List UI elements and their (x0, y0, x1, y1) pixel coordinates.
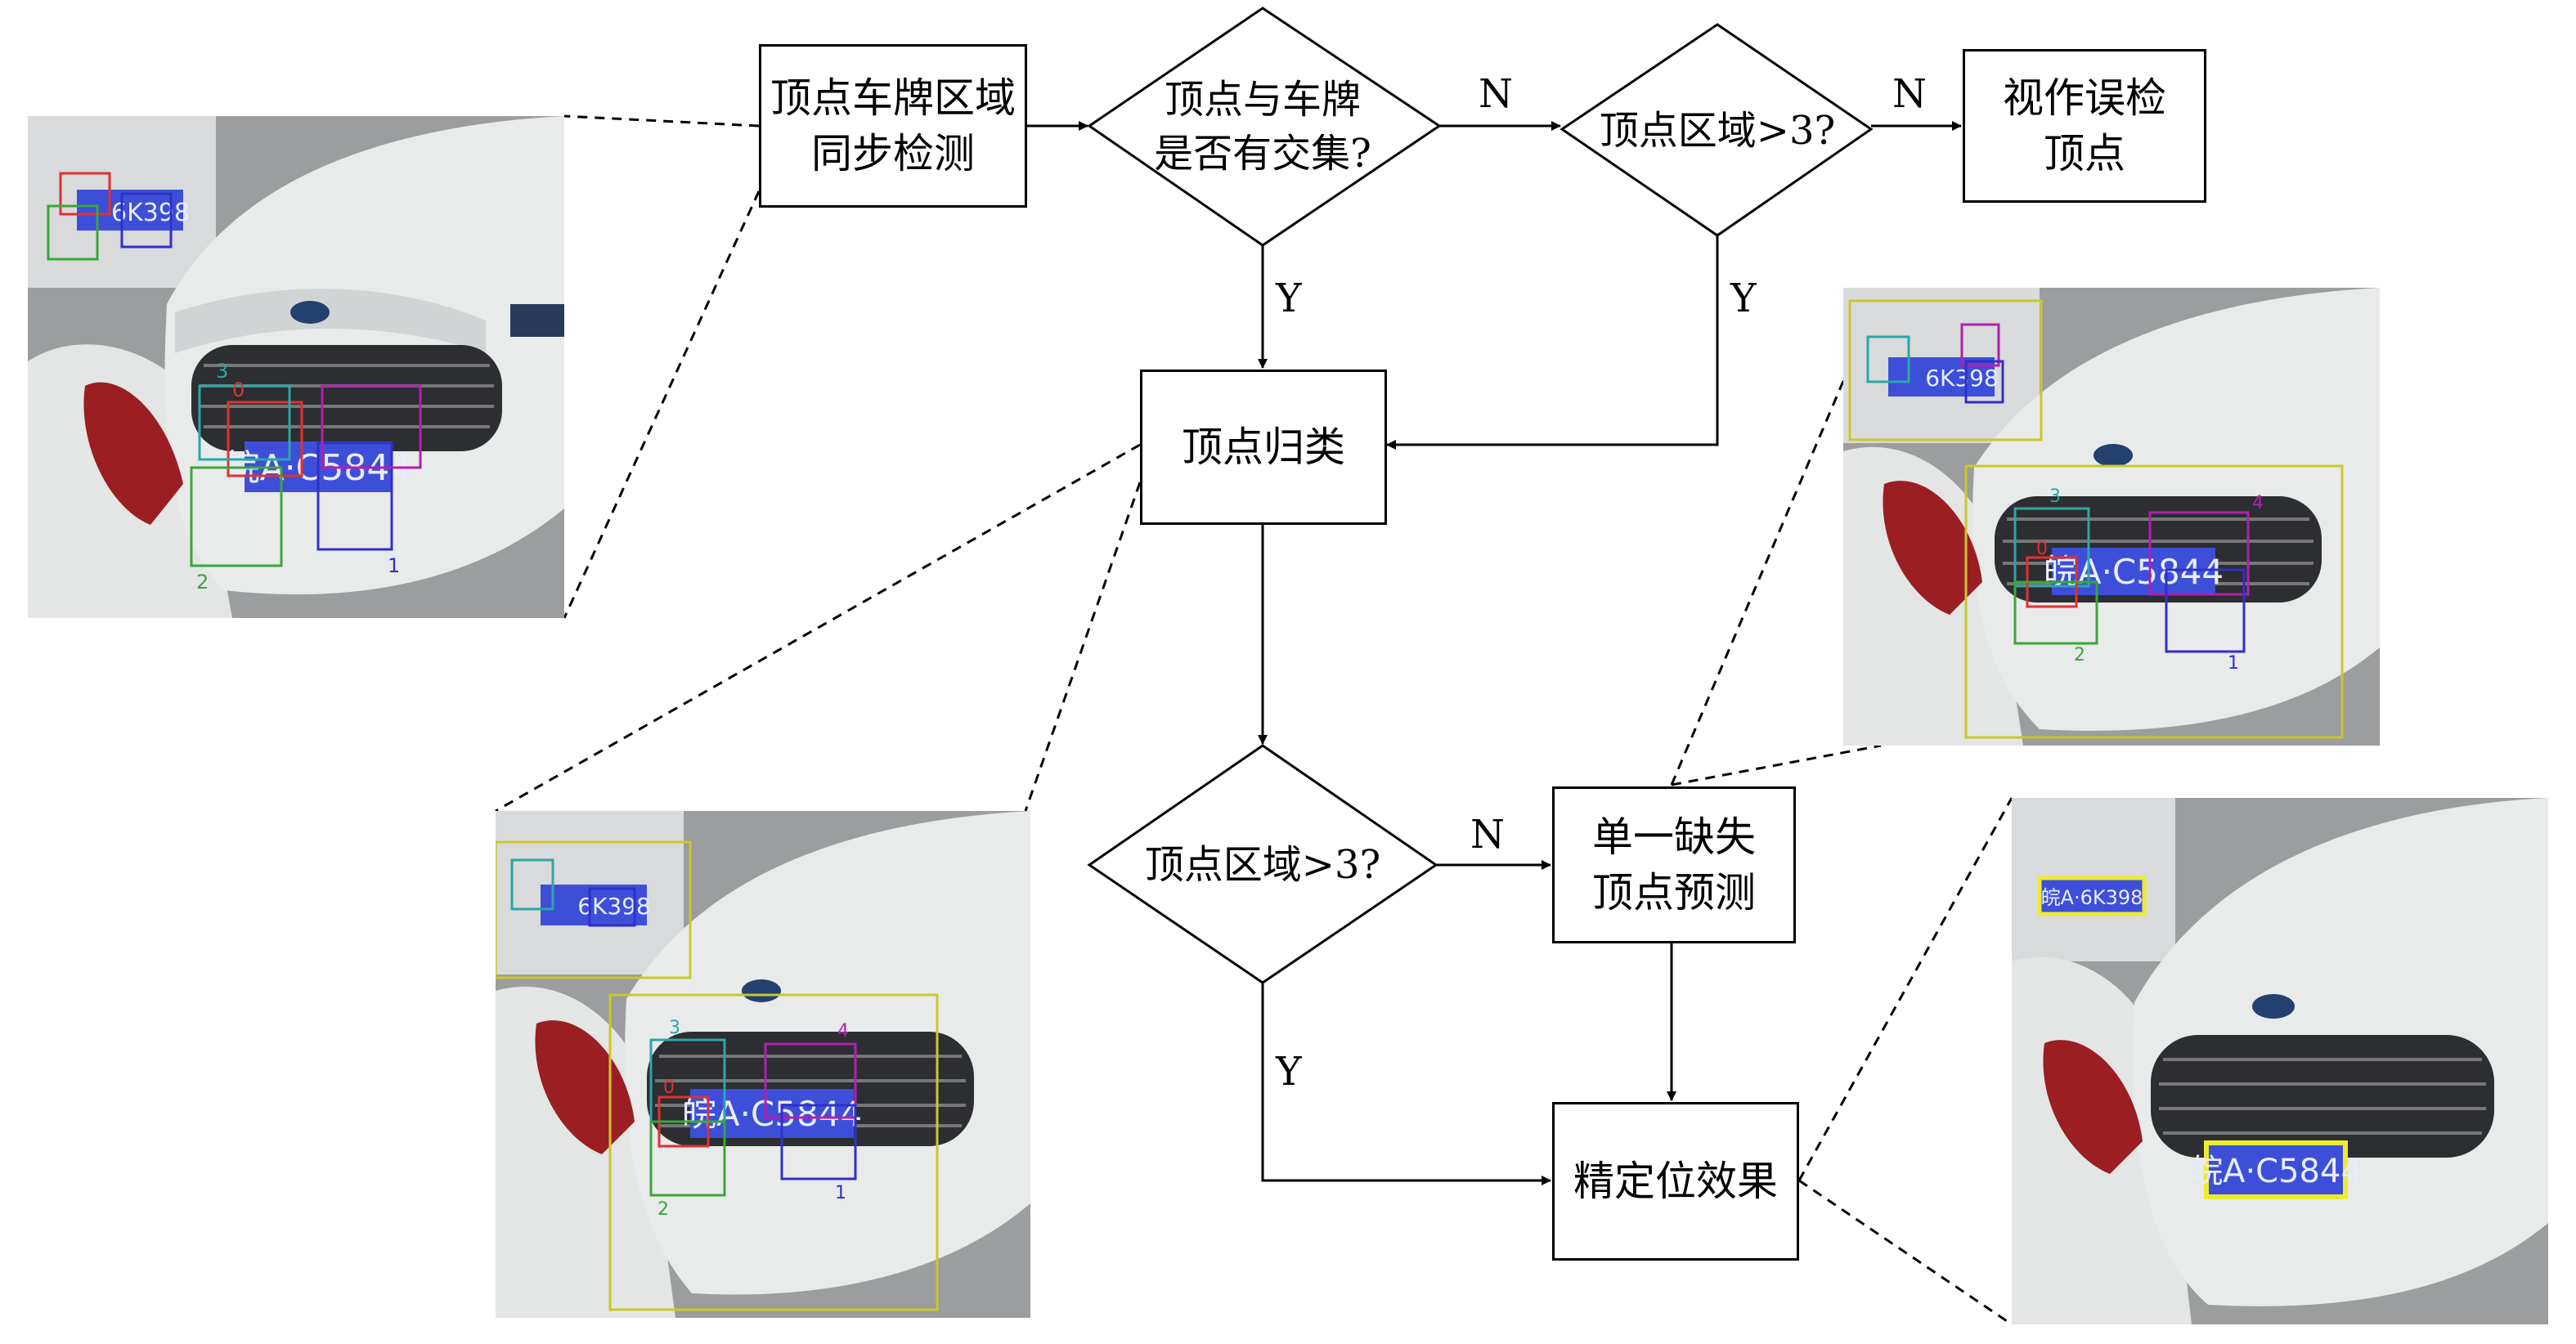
missing-pred-line-2: 顶点预测 (1592, 869, 1756, 916)
p2-vertex-0: 0 (663, 1077, 675, 1098)
false-detect-line-1: 视作误检 (2003, 74, 2166, 122)
p2-vertex-1: 1 (835, 1183, 846, 1203)
photo-classified: 皖A·C5844 6K398 0 1 2 3 4 (496, 811, 1030, 1318)
intersect-line-2: 是否有交集? (1154, 131, 1371, 177)
leader-missing-bottom (1671, 744, 1882, 786)
decision-region-top-shape (1560, 23, 1874, 237)
leader-missing-top (1670, 292, 1883, 786)
p2-vertex-3: 3 (669, 1018, 680, 1038)
edge-label-n-intersect: N (1479, 71, 1513, 117)
p2-vertex-2: 2 (657, 1199, 669, 1220)
leader-precise-bottom (1798, 1179, 2013, 1326)
edge-label-n-region-mid: N (1470, 812, 1505, 858)
decision-region-mid: 顶点区域>3? (1096, 824, 1429, 906)
region-mid-line-1: 顶点区域>3? (1144, 842, 1381, 888)
photo-initial-detection: 皖A·C5844 6K398 0 1 2 3 (28, 116, 564, 618)
photo-precise-result: 皖A·C5844 皖A·6K398 (2012, 798, 2548, 1324)
process-sync-detect: 顶点车牌区域 同步检测 (759, 44, 1027, 208)
missing-pred-line-1: 单一缺失 (1592, 813, 1756, 861)
p1-vertex-0: 0 (232, 379, 245, 401)
process-classify: 顶点归类 (1140, 370, 1387, 525)
p3-vertex-4: 4 (2252, 493, 2264, 513)
intersect-line-1: 顶点与车牌 (1164, 77, 1361, 123)
p3-vertex-2: 2 (2074, 645, 2085, 665)
process-precise: 精定位效果 (1552, 1102, 1799, 1261)
region-top-line-1: 顶点区域>3? (1599, 108, 1836, 154)
edge-label-y-region-mid: Y (1276, 1049, 1302, 1095)
classify-line-1: 顶点归类 (1182, 423, 1345, 471)
edge-label-y-region-top: Y (1730, 276, 1757, 321)
sync-detect-line-1: 顶点车牌区域 (770, 74, 1016, 122)
p1-far-plate-text: 6K398 (111, 199, 190, 227)
p1-vertex-1: 1 (388, 554, 400, 577)
process-false-detect: 视作误检 顶点 (1963, 49, 2206, 203)
leader-classify-left (495, 443, 1141, 813)
sync-detect-line-2: 同步检测 (811, 130, 975, 177)
arrow-region-top-to-classify (1386, 235, 1719, 450)
p3-far-plate-text: 6K398 (1925, 365, 1999, 392)
decision-region-mid-shape (1087, 744, 1438, 984)
p4-near-plate-text: 皖A·C5844 (2190, 1153, 2362, 1190)
edge-label-n-region-top: N (1892, 71, 1927, 117)
decision-intersect-shape (1087, 7, 1442, 247)
p1-vertex-3: 3 (216, 360, 228, 383)
false-detect-line-2: 顶点 (2044, 130, 2125, 177)
p4-far-plate-text: 皖A·6K398 (2041, 886, 2143, 909)
precise-line-1: 精定位效果 (1573, 1158, 1778, 1205)
decision-region-top: 顶点区域>3? (1570, 90, 1865, 172)
decision-intersect: 顶点与车牌 是否有交集? (1096, 49, 1429, 204)
p3-vertex-0: 0 (2036, 539, 2048, 559)
p2-near-plate-text: 皖A·C5844 (682, 1094, 862, 1134)
arrow-region-mid-to-precise (1261, 983, 1551, 1185)
leader-classify-right (1024, 482, 1142, 812)
leader-sync-bottom (563, 190, 761, 619)
p1-vertex-2: 2 (196, 571, 209, 594)
leader-sync-top (563, 114, 760, 128)
edge-label-y-intersect: Y (1276, 276, 1302, 321)
leader-precise-top (1797, 797, 2013, 1181)
p3-vertex-1: 1 (2228, 653, 2239, 674)
p3-vertex-3: 3 (2049, 486, 2061, 507)
process-missing-pred: 单一缺失 顶点预测 (1552, 786, 1796, 943)
photo-missing-prediction: 皖A·C5844 6K398 0 1 2 3 4 (1843, 288, 2380, 746)
p2-vertex-4: 4 (837, 1021, 849, 1042)
